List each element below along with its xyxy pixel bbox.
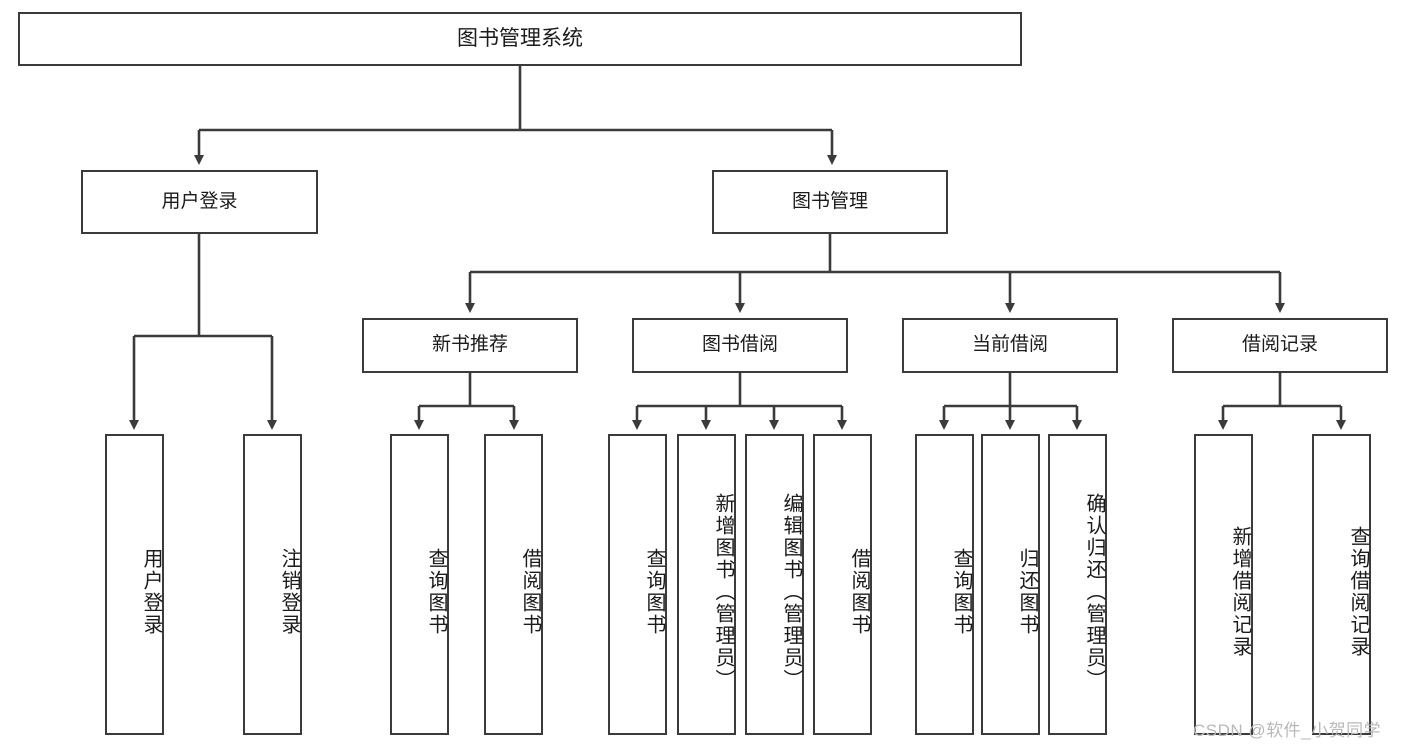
node-leaf-query-book-2-label: 查询图书 [643, 547, 665, 636]
node-leaf-return-book-label: 归还图书 [1016, 547, 1038, 636]
node-leaf-query-book-3[interactable]: 查询图书 [915, 434, 974, 735]
node-book-borrow[interactable]: 图书借阅 [632, 318, 848, 373]
watermark: CSDN @软件_小贺同学 [1193, 716, 1381, 741]
node-leaf-confirm-return[interactable]: 确认归还（管理员） [1048, 434, 1107, 735]
node-leaf-query-record-label: 查询借阅记录 [1347, 525, 1369, 658]
node-leaf-query-book-3-label: 查询图书 [950, 547, 972, 636]
node-leaf-query-book-2[interactable]: 查询图书 [608, 434, 667, 735]
node-leaf-borrow-book-1-label: 借阅图书 [519, 547, 541, 636]
node-leaf-add-book-label: 新增图书（管理员） [712, 492, 734, 691]
node-leaf-return-book[interactable]: 归还图书 [981, 434, 1040, 735]
node-leaf-add-book[interactable]: 新增图书（管理员） [677, 434, 736, 735]
watermark-label: CSDN @软件_小贺同学 [1193, 721, 1382, 740]
node-leaf-user-login-label: 用户登录 [140, 547, 162, 636]
node-leaf-edit-book[interactable]: 编辑图书（管理员） [745, 434, 804, 735]
node-root[interactable]: 图书管理系统 [18, 12, 1022, 66]
node-new-book-recommend[interactable]: 新书推荐 [362, 318, 578, 373]
node-borrow-record[interactable]: 借阅记录 [1172, 318, 1388, 373]
node-leaf-add-record[interactable]: 新增借阅记录 [1194, 434, 1253, 735]
node-book-management-label: 图书管理 [791, 190, 868, 212]
node-book-management[interactable]: 图书管理 [712, 170, 948, 234]
node-leaf-borrow-book-2[interactable]: 借阅图书 [813, 434, 872, 735]
node-root-label: 图书管理系统 [457, 26, 583, 50]
node-leaf-borrow-book-1[interactable]: 借阅图书 [484, 434, 543, 735]
node-new-book-recommend-label: 新书推荐 [431, 334, 508, 356]
node-book-borrow-label: 图书借阅 [701, 334, 778, 356]
node-leaf-borrow-book-2-label: 借阅图书 [848, 547, 870, 636]
node-leaf-user-logout[interactable]: 注销登录 [243, 434, 302, 735]
node-leaf-confirm-return-label: 确认归还（管理员） [1083, 492, 1105, 691]
node-current-borrow-label: 当前借阅 [971, 334, 1048, 356]
node-current-borrow[interactable]: 当前借阅 [902, 318, 1118, 373]
node-leaf-user-login[interactable]: 用户登录 [105, 434, 164, 735]
node-leaf-query-book-1-label: 查询图书 [425, 547, 447, 636]
node-leaf-edit-book-label: 编辑图书（管理员） [780, 492, 802, 691]
node-leaf-add-record-label: 新增借阅记录 [1229, 525, 1251, 658]
node-leaf-query-book-1[interactable]: 查询图书 [390, 434, 449, 735]
node-user-login[interactable]: 用户登录 [81, 170, 318, 234]
node-borrow-record-label: 借阅记录 [1241, 334, 1318, 356]
node-user-login-label: 用户登录 [161, 190, 238, 212]
node-leaf-user-logout-label: 注销登录 [278, 547, 300, 636]
node-leaf-query-record[interactable]: 查询借阅记录 [1312, 434, 1371, 735]
